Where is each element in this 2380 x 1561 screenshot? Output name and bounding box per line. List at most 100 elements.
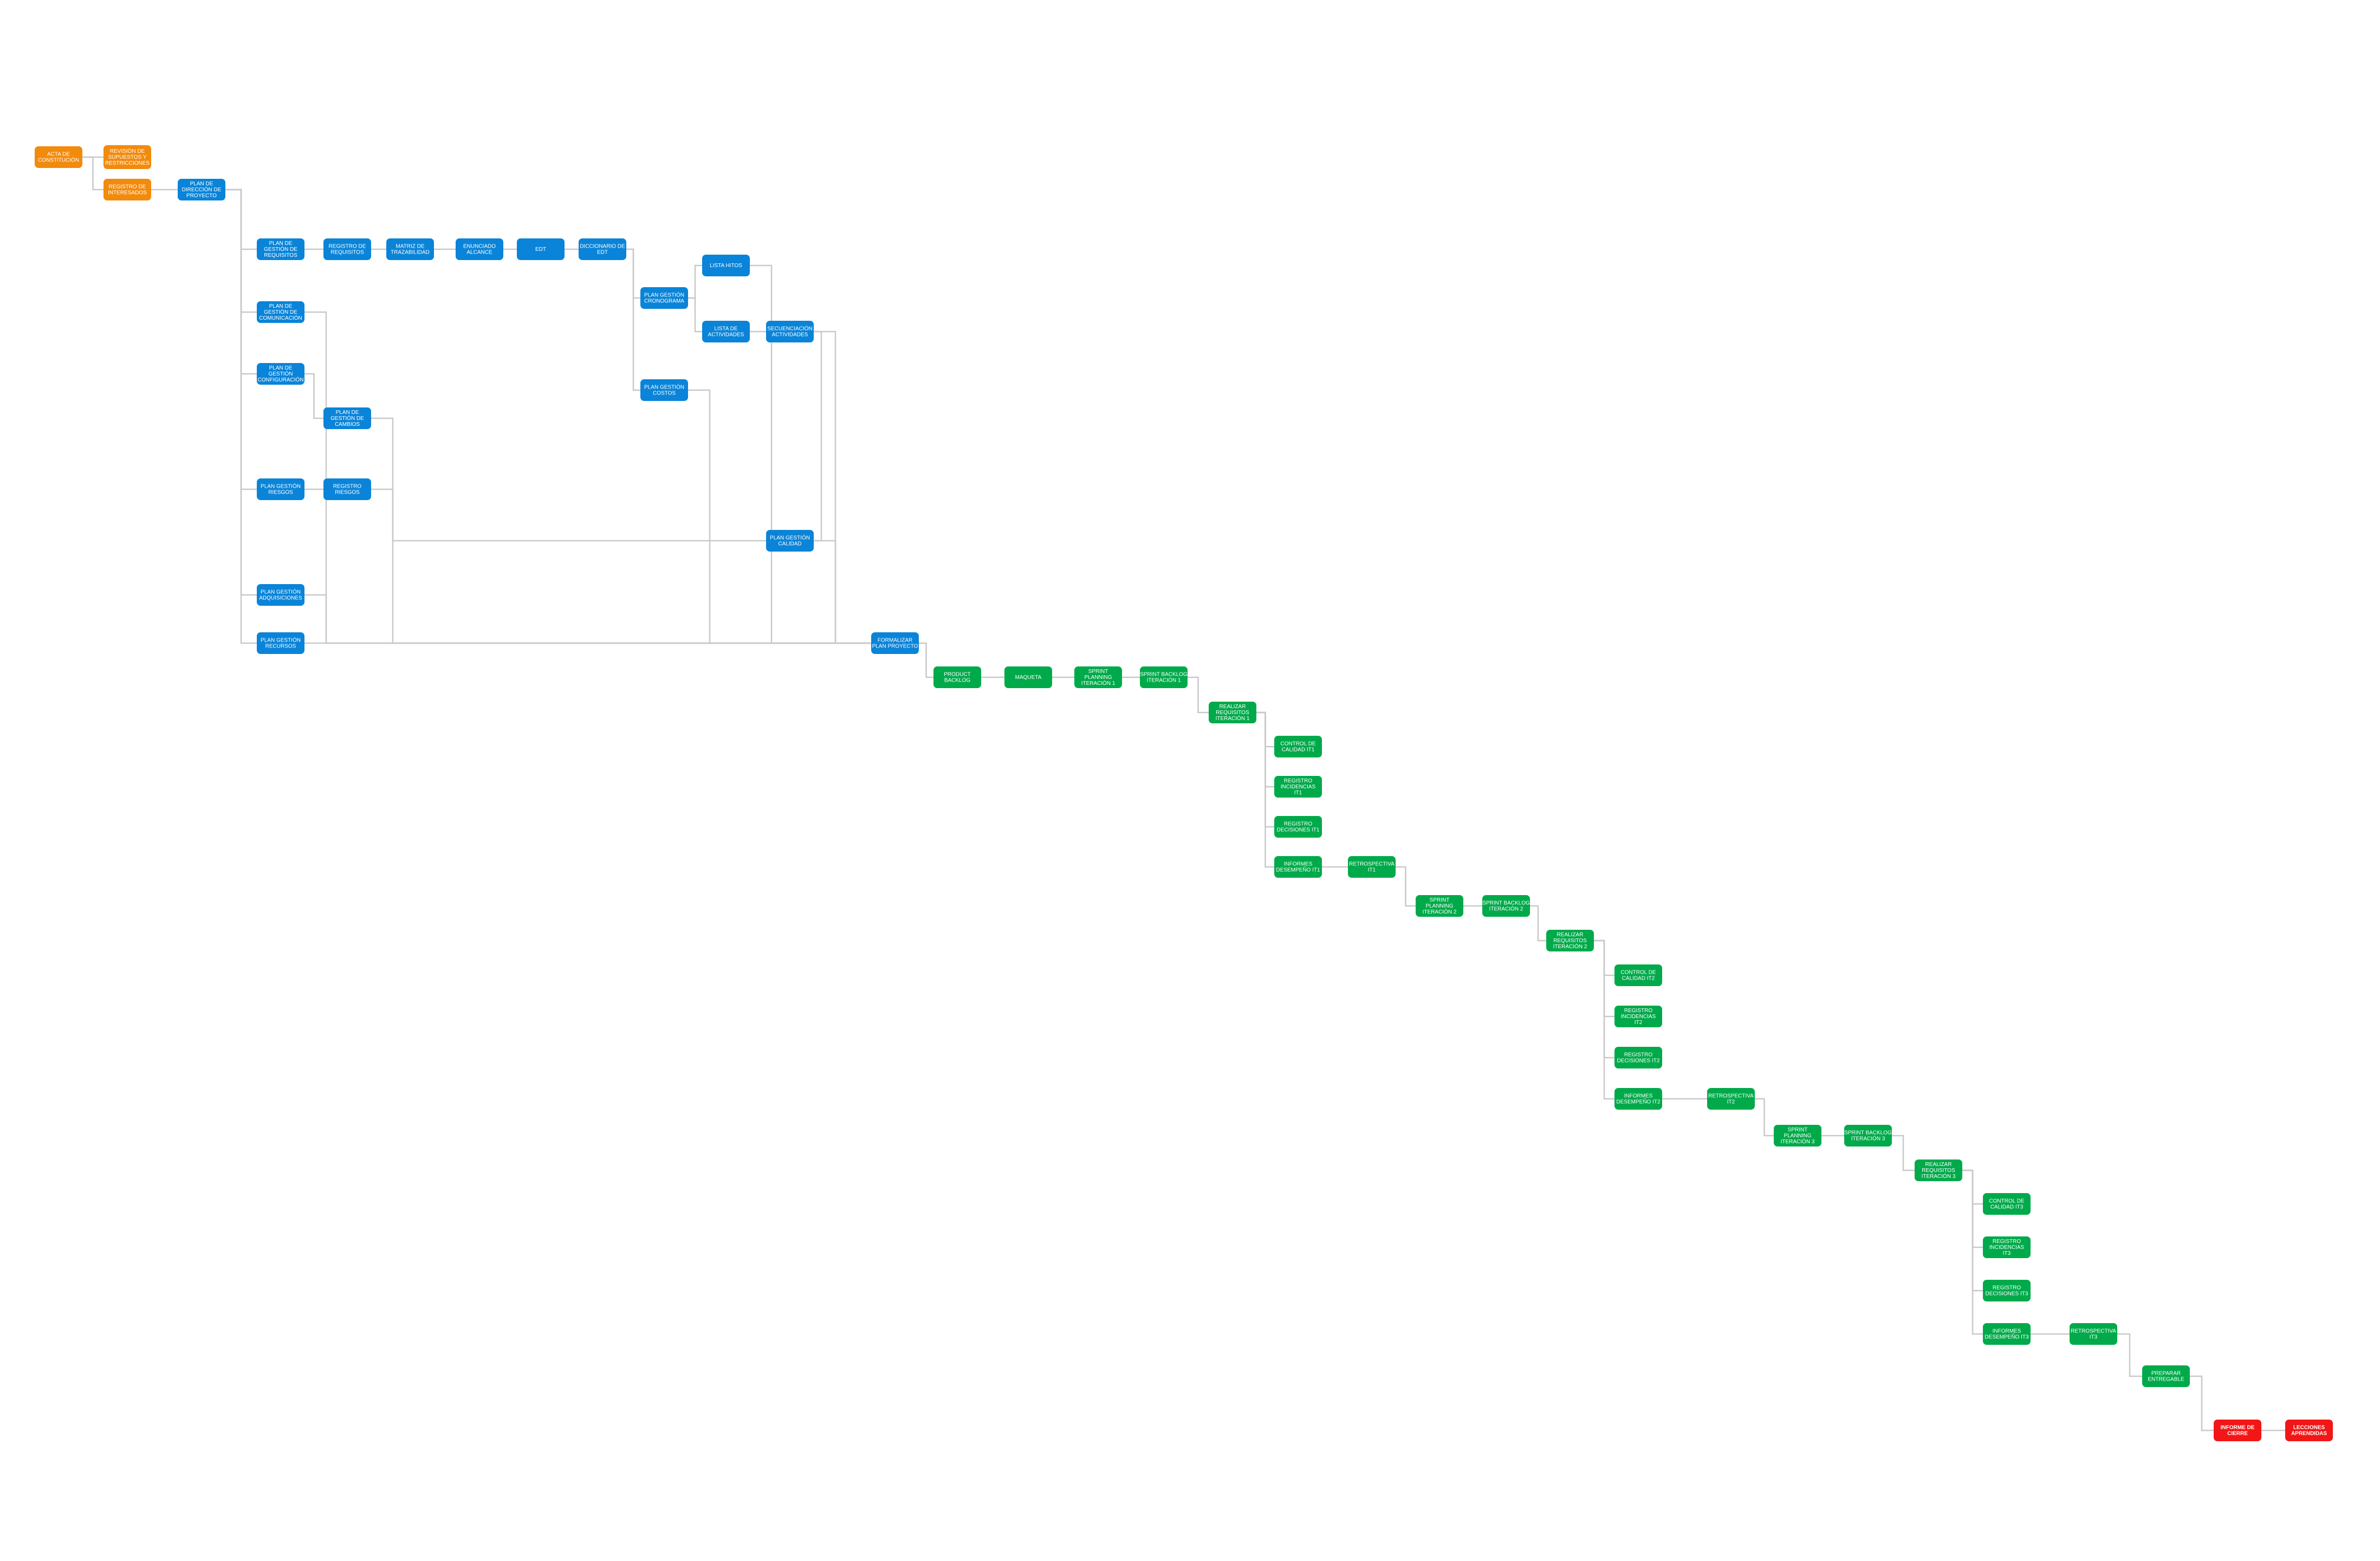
node-box <box>257 301 304 323</box>
connector-realizar_requisitos_3-to-informes_desempeno_3 <box>1962 1169 1983 1335</box>
connector-acta_constitucion-to-registro_interesados <box>82 156 103 191</box>
connector-plan_gestion_adquisiciones-to-formalizar_plan <box>304 594 871 644</box>
connector-registro_riesgos-to-plan_gestion_calidad <box>371 488 766 542</box>
node-box <box>1482 895 1530 917</box>
node-box <box>1844 1125 1892 1147</box>
node-box <box>871 632 919 654</box>
node-label: LISTA HITOS <box>710 263 742 269</box>
node-box <box>1004 666 1052 688</box>
node-box <box>766 321 814 342</box>
connector-sprint_backlog_1-to-realizar_requisitos_1 <box>1188 676 1209 714</box>
connector-realizar_requisitos_2-to-informes_desempeno_2 <box>1594 940 1614 1100</box>
connector-retrospectiva_1-to-sprint_planning_2 <box>1396 866 1416 907</box>
node-box <box>1274 776 1322 798</box>
node-box <box>1546 930 1594 951</box>
connector-realizar_requisitos_1-to-informes_desempeno_1 <box>1256 711 1274 868</box>
node-edt[interactable]: EDT <box>517 238 565 260</box>
connector-sprint_backlog_2-to-realizar_requisitos_2 <box>1530 905 1546 942</box>
node-box <box>640 379 688 401</box>
connector-secuenciacion_actividades-to-plan_gestion_calidad <box>766 331 822 542</box>
node-box <box>1614 1088 1662 1110</box>
node-maqueta[interactable]: MAQUETA <box>1004 666 1052 688</box>
node-box <box>2214 1420 2261 1441</box>
node-box <box>1416 895 1463 917</box>
node-box <box>257 363 304 385</box>
connector-formalizar_plan-to-product_backlog <box>919 642 933 678</box>
connector-plan_gestion_comunicacion-to-formalizar_plan <box>304 311 871 644</box>
node-box <box>640 287 688 309</box>
node-label: EDT <box>535 247 546 252</box>
node-box <box>2070 1323 2117 1345</box>
node-lista-hitos[interactable]: LISTA HITOS <box>702 255 750 276</box>
node-box <box>702 321 750 342</box>
node-box <box>386 238 434 260</box>
